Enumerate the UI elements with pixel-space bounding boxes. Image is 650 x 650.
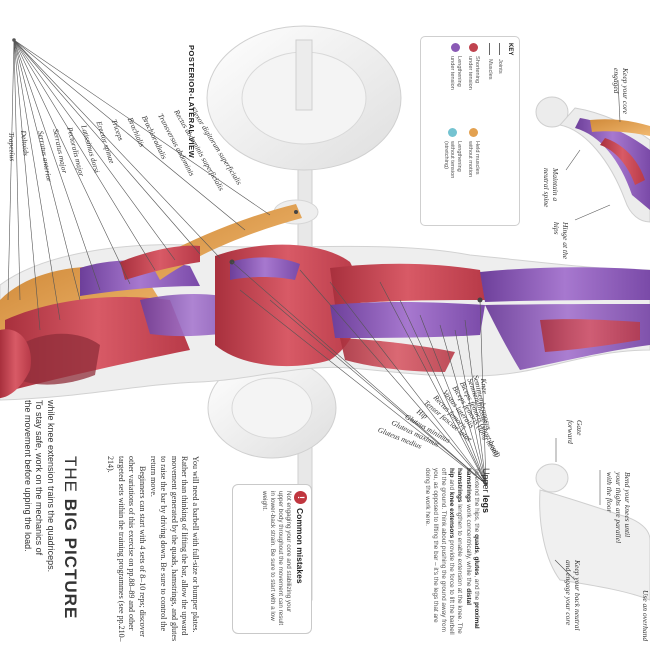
big-picture-title: THE BIG PICTURE [61,456,80,620]
upper-legs-text-part: lengthen to enable extension at the knee… [456,502,464,634]
upper-legs-text-part: , and the [472,575,480,602]
caption-bend-knees: Bend your knees until your thighs are pa… [605,472,632,544]
intro-text: while knee extension trains the quadrice… [22,400,56,650]
upper-legs-text-part: To extend the hips, the [472,468,480,535]
caption-gaze-forward: Gaze forward [566,420,584,444]
intro-line-1: while knee extension trains the quadrice… [46,400,56,573]
caption-keep-core: Keep your core engaged [612,68,630,114]
upper-legs-text-part: glutes [472,556,480,576]
held-swatch [469,128,478,137]
intro-line-3: the movement before upping the load. [23,400,33,552]
upper-leader-lines [7,38,271,331]
big-picture-paragraph-2: Beginners can start with 4 sets of 8–10 … [106,456,148,642]
stretching-swatch [447,128,457,137]
main-figure [0,204,650,401]
big-picture-paragraph-1: You will need a barbell with full-size o… [148,456,200,642]
shortening-swatch [469,43,478,52]
upper-legs-text-part: quads [472,534,480,553]
hamstrings-shape [330,301,485,338]
common-mistakes-header: ! Common mistakes [294,491,307,627]
shin-shape [480,267,650,302]
lengthening-swatch [451,43,460,52]
upper-legs-text-part: hip [448,468,456,478]
quadriceps-shape [330,263,485,305]
head-shape [0,329,31,398]
intro-line-2: To stay safe, work on the mechanics of [34,400,45,556]
joint-line-icon [499,43,501,55]
upper-legs-section: Upper legs To extend the hips, the quads… [422,468,491,638]
label-upper-muscle: Trapezius [7,132,18,162]
caption-overhand: Use an overhand [641,590,650,642]
upper-legs-heading: Upper legs [481,468,491,514]
small-figure-bottom [535,438,650,601]
lower-leader-lines [231,261,488,486]
key-title: KEY [507,43,513,56]
barbell [206,25,402,601]
caption-neutral-spine: Maintain a neutral spine [542,168,560,208]
key-muscles: Muscles [487,43,493,219]
upper-legs-text-part: and [448,477,456,492]
key-joints: Joints [497,43,503,219]
label-lower-muscle: Knee [479,378,490,395]
big-picture-body: You will need a barbell with full-size o… [105,456,200,646]
common-mistakes-title: Common mistakes [295,508,306,584]
caption-hinge: Hinge at the hips [552,222,570,260]
upper-legs-text-part: work concentrically, while the [464,502,472,589]
upper-legs-text-part: knee extensors [448,491,456,539]
small-figure-top [535,79,650,223]
caption-back-neutral: Keep your back neutral and engage your c… [564,560,582,631]
muscle-line-icon [489,43,491,55]
common-mistakes-text: Not engaging your core and stabilizing y… [261,491,292,626]
common-mistakes-box: ! Common mistakes Not engaging your core… [232,484,312,634]
upper-legs-text: To extend the hips, the quads, glutes, a… [422,468,480,638]
warning-icon: ! [294,491,307,504]
